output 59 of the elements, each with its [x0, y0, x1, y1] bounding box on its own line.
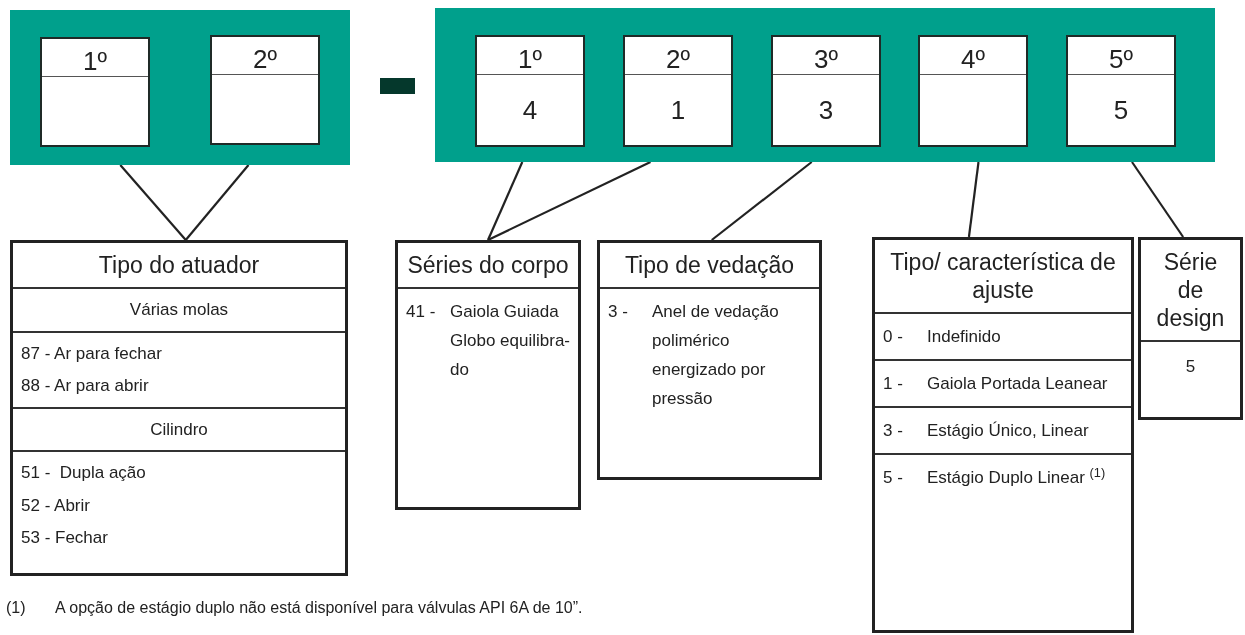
code-value: 4: [522, 93, 538, 127]
position-label: 3º: [814, 44, 838, 74]
option-text: 87 - Ar para fechar: [21, 342, 163, 365]
connector-line: [711, 161, 813, 241]
table-heading: Tipo de vedação: [623, 251, 796, 279]
position-label: 1º: [518, 44, 542, 74]
code-value: 3: [818, 93, 834, 127]
option-code: 3 -: [608, 301, 629, 323]
digit-box: [918, 35, 1028, 147]
connector-line: [184, 164, 250, 241]
digit-box: [1066, 35, 1176, 147]
option-text: Gaiola Portada Leanear: [927, 373, 1108, 395]
digit-box: [623, 35, 733, 147]
code-value: 5: [1184, 356, 1197, 378]
option-code: 3 -: [883, 420, 904, 442]
code-band: [435, 8, 1215, 162]
section-heading: Cilindro: [149, 418, 209, 441]
footnote-number: (1): [6, 598, 26, 618]
option-text: 52 - Abrir: [21, 494, 91, 517]
option-code: 41 -: [406, 301, 437, 323]
table-heading: Tipo/ característica de ajuste: [889, 248, 1117, 304]
footnote-text: A opção de estágio duplo não está disponível para válvulas API 6A de 10”.: [55, 598, 583, 618]
connector-line: [119, 164, 187, 241]
digit-box: [475, 35, 585, 147]
option-text: Anel de vedação polimérico energizado por pressão: [652, 301, 780, 410]
option-text: Indefinido: [927, 326, 1001, 348]
option-code: 5 -: [883, 467, 904, 489]
option-table: [872, 237, 1134, 633]
code-value: 5: [1113, 93, 1129, 127]
option-text: Estágio Único, Linear: [927, 420, 1089, 442]
digit-box: [771, 35, 881, 147]
table-heading: Série de design: [1155, 248, 1226, 332]
option-table: [1138, 237, 1243, 420]
option-text: 51 - Dupla ação: [21, 462, 147, 484]
position-label: 4º: [961, 44, 985, 74]
code-band: [10, 10, 350, 165]
digit-box: [40, 37, 150, 147]
code-value: 1: [670, 93, 686, 127]
option-text: 88 - Ar para abrir: [21, 375, 150, 397]
option-table: [10, 240, 348, 576]
position-label: 2º: [253, 44, 277, 74]
connector-line: [487, 161, 524, 241]
position-label: 2º: [666, 44, 690, 74]
connector-line: [967, 161, 980, 238]
digit-box: [210, 35, 320, 145]
option-table: [395, 240, 581, 510]
option-code: 1 -: [883, 373, 904, 395]
table-heading: Séries do corpo: [406, 251, 570, 279]
option-table: [597, 240, 822, 480]
section-heading: Várias molas: [128, 299, 230, 321]
position-label: 1º: [83, 46, 107, 76]
table-heading: Tipo do atuador: [97, 251, 261, 279]
option-code: 0 -: [883, 326, 904, 348]
option-text: 53 - Fechar: [21, 527, 109, 549]
connector-line: [1131, 161, 1185, 238]
connector-line: [487, 161, 651, 241]
position-label: 5º: [1109, 44, 1133, 74]
option-text: Gaiola Guiada Globo equilibra-do: [450, 301, 571, 381]
option-text: Estágio Duplo Linear $^{(1)}$: [927, 463, 1106, 489]
